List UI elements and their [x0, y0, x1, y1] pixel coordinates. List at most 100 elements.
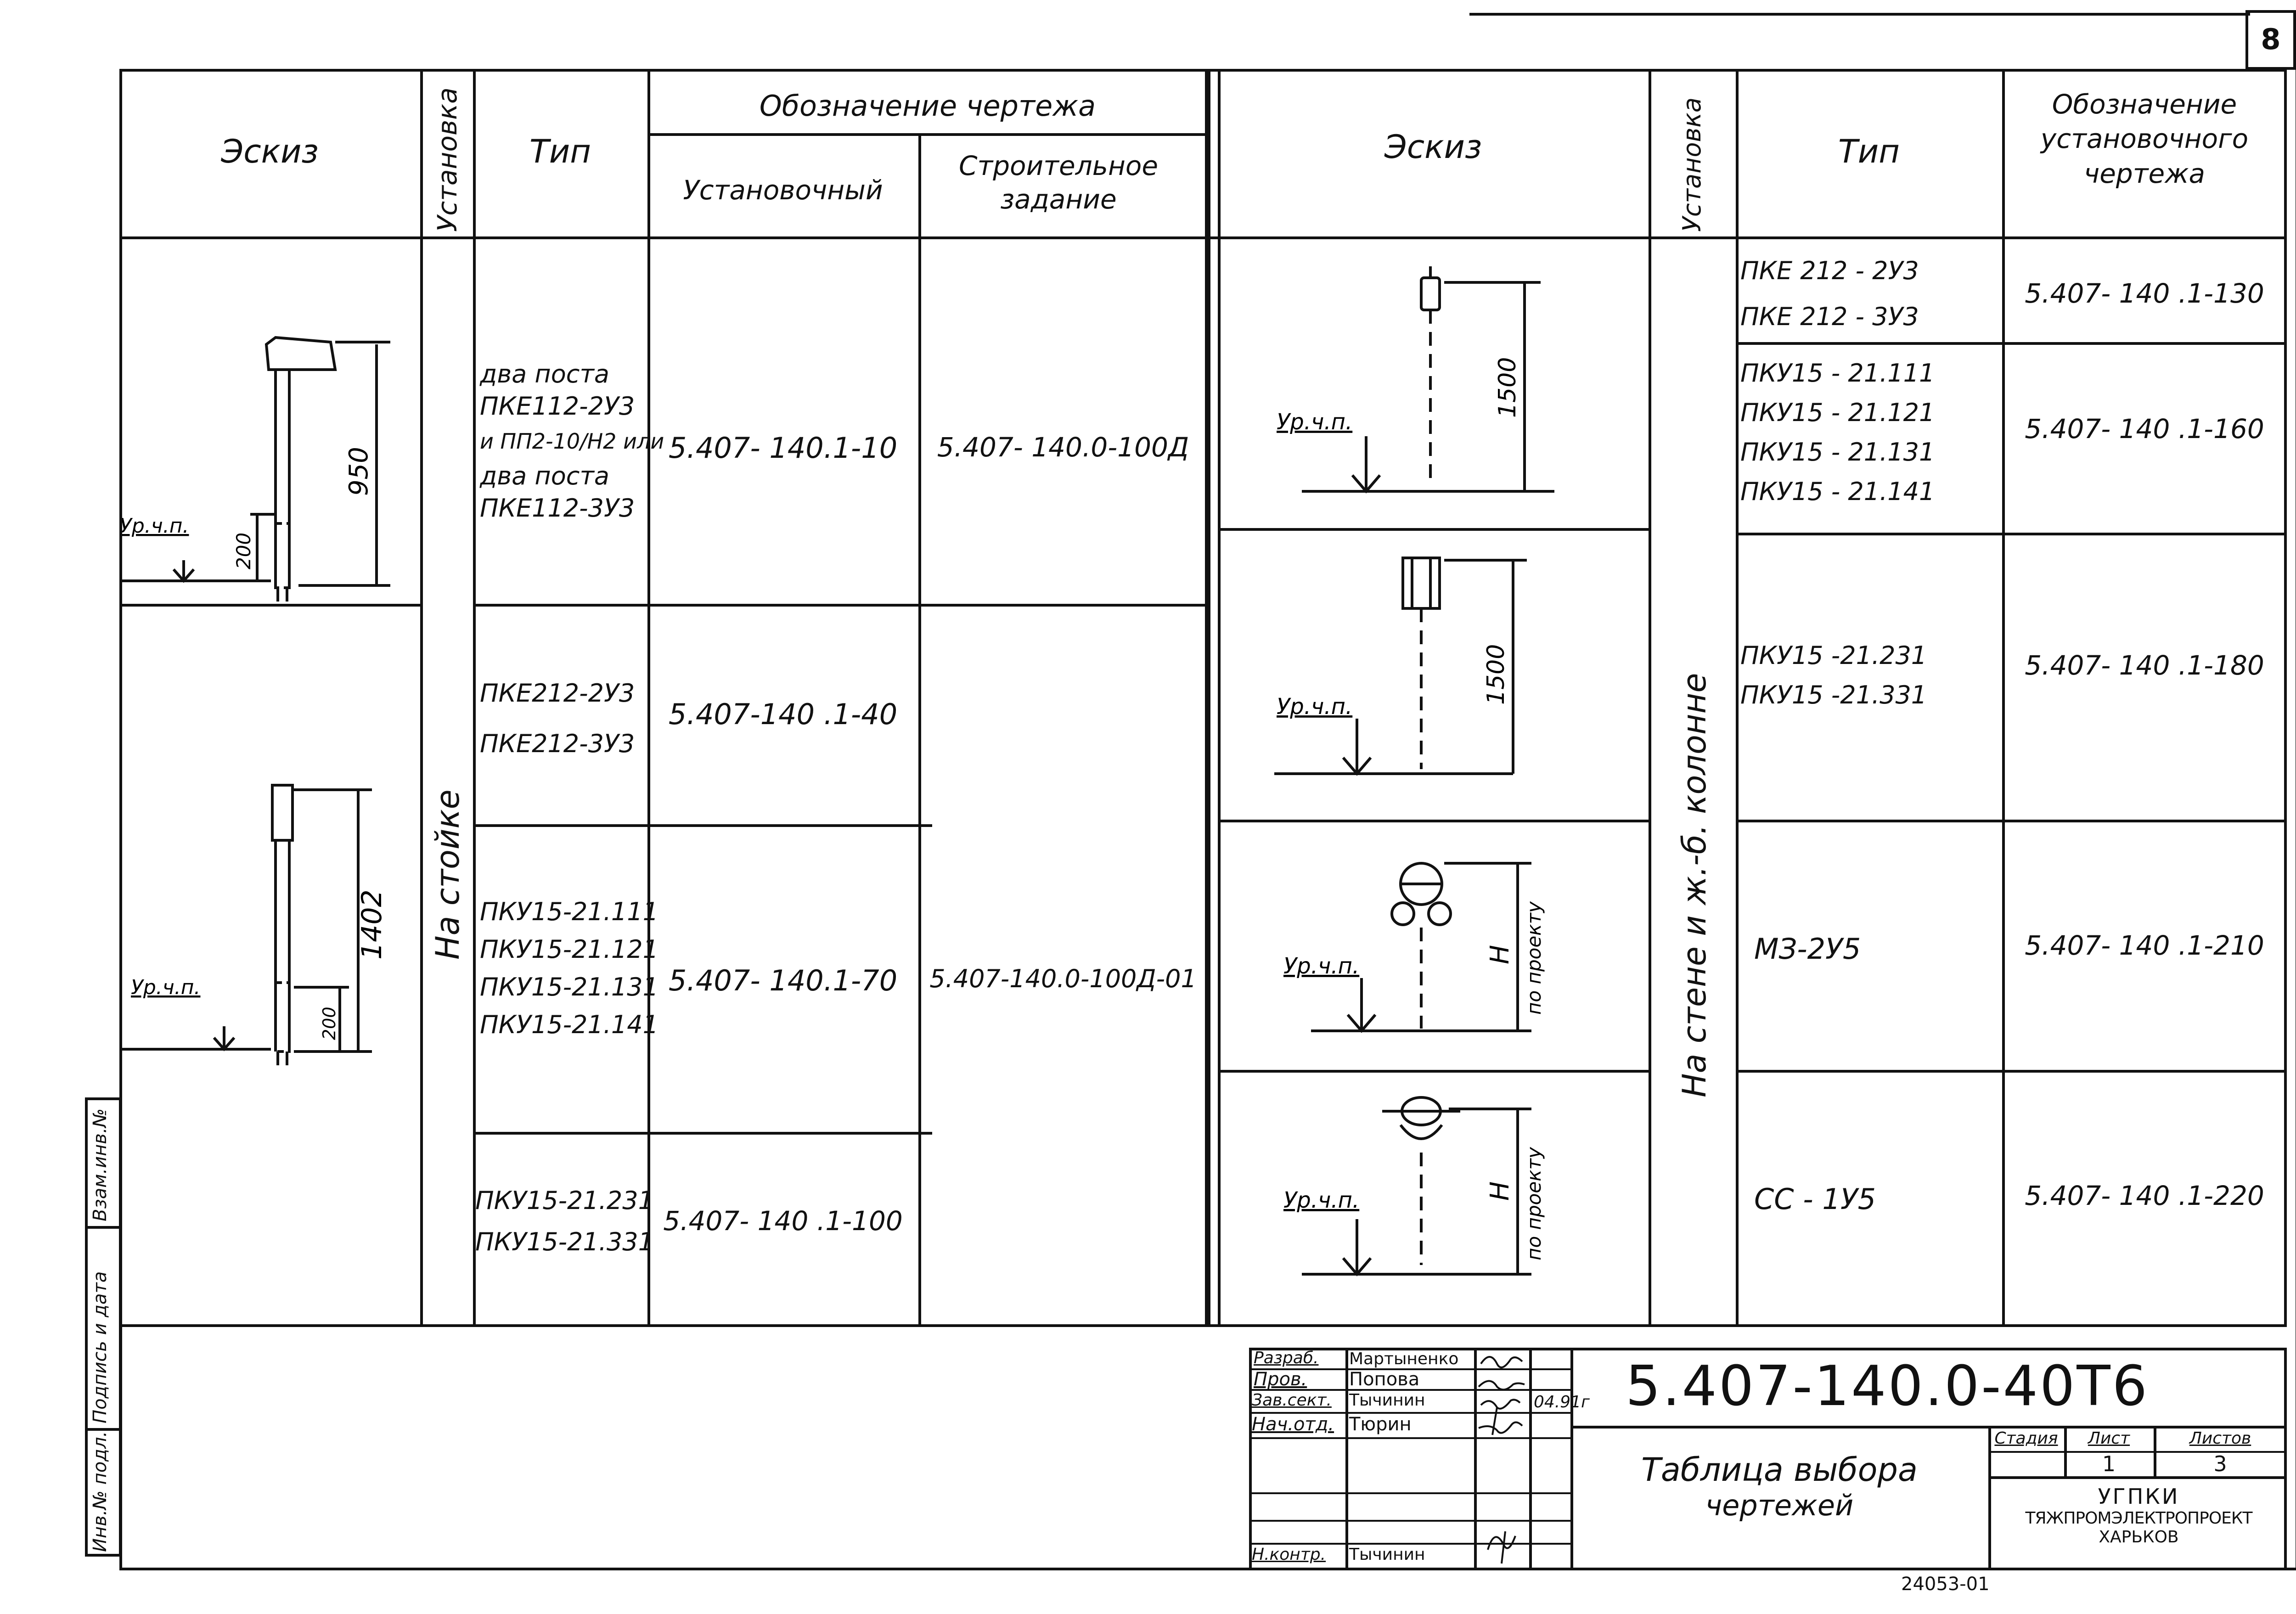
- right-row-3-type-line: ПКУ15 -21.231: [1740, 641, 1927, 670]
- tb-name-7: Тычинин: [1349, 1545, 1425, 1564]
- right-row-2-type-line: ПКУ15 - 21.131: [1740, 438, 1935, 467]
- left-sketch-1-dim-total: 950: [344, 447, 374, 496]
- tb-r1: [1249, 1368, 1570, 1370]
- left-sketch-2-dim-total: 1402: [356, 889, 388, 960]
- tb-role-7: Н.контр.: [1252, 1545, 1326, 1564]
- tb-org-line: ХАРЬКОВ: [2099, 1528, 2179, 1547]
- left-header-construction: Строительное задание: [958, 150, 1159, 215]
- left-row-4-install: 5.407- 140 .1-100: [663, 1205, 903, 1237]
- right-row-1-type-line: ПКЕ 212 - 3У3: [1740, 302, 1919, 331]
- right-sketch-row-3: [1218, 1070, 1649, 1073]
- right-sketch-2-level: Ур.ч.п.: [1277, 694, 1352, 720]
- right-row-2-type-line: ПКУ15 - 21.121: [1740, 398, 1935, 427]
- right-row-5-designation: 5.407- 140 .1-220: [2025, 1180, 2264, 1211]
- left-row-3-type-line: ПКУ15-21.131: [480, 973, 658, 1001]
- right-sketch-3-dim: Н: [1485, 945, 1515, 964]
- tb-code-bottom: [1570, 1426, 2287, 1428]
- side-stamp-replace: Взам.инв.№: [90, 1108, 111, 1221]
- left-sketch-2-level: Ур.ч.п.: [131, 976, 200, 999]
- right-sketch-1: Ур.ч.п. 1500: [1277, 266, 1554, 494]
- left-row1-bottom-r: [473, 604, 1208, 607]
- left-row-1-install: 5.407- 140.1-10: [668, 431, 898, 465]
- left-row-2-type-line: ПКЕ212-3У3: [480, 729, 635, 758]
- tb-role-2: Пров.: [1254, 1369, 1307, 1390]
- left-header-install-drawing: Установочный: [683, 174, 883, 206]
- tb-bottom-code: 24053-01: [1901, 1574, 1990, 1595]
- right-row-3-type-line: ПКУ15 -21.331: [1740, 680, 1927, 709]
- tb-v4: [1570, 1348, 1573, 1570]
- right-sketch-3-level: Ур.ч.п.: [1283, 953, 1359, 979]
- right-col-line-3: [2002, 69, 2005, 1327]
- right-sketch-1-dim: 1500: [1494, 357, 1521, 418]
- left-row-3-construction: 5.407-140.0-100Д-01: [929, 964, 1197, 993]
- side-stamp-divider-2: [85, 1428, 122, 1431]
- left-col-line-1: [420, 69, 423, 1327]
- left-col-line-2: [473, 69, 476, 1327]
- left-row-3-type-line: ПКУ15-21.121: [480, 935, 658, 964]
- left-sketch-1: Ур.ч.п. 950 200: [119, 336, 390, 602]
- tb-code: 5.407-140.0-40Т6: [1626, 1355, 2150, 1418]
- tb-r3: [1249, 1412, 1570, 1414]
- left-sketch-2-dim-lower: 200: [319, 1007, 339, 1040]
- tb-r5: [1249, 1492, 1570, 1494]
- right-sketch-4-level: Ур.ч.п.: [1283, 1187, 1359, 1213]
- right-row-4-designation: 5.407- 140 .1-210: [2025, 930, 2264, 961]
- tb-name-4: Тюрин: [1349, 1414, 1412, 1435]
- title-block-frame: [1249, 1348, 2287, 1570]
- left-row-1-type-line: ПКЕ112-3У3: [480, 494, 635, 523]
- right-sketch-2: Ур.ч.п. 1500: [1274, 557, 1527, 776]
- side-stamp-inv: Инв.№ подл.: [90, 1431, 111, 1552]
- right-sketch-row-2: [1218, 820, 1649, 822]
- left-sketch-1-dim-lower: 200: [232, 533, 255, 569]
- tb-role-3: Зав.сект.: [1252, 1391, 1332, 1410]
- left-row-2-type-line: ПКЕ212-2У3: [480, 679, 635, 708]
- tb-sheets-label: Листов: [2189, 1429, 2251, 1448]
- left-row-4-type: ПКУ15-21.231 ПКУ15-21.331: [475, 1180, 654, 1263]
- left-header-type: Тип: [529, 133, 591, 170]
- tb-r2: [1249, 1389, 1570, 1391]
- tb-stage-left: [1988, 1426, 1991, 1570]
- tb-sheet-value: 1: [2102, 1451, 2116, 1476]
- tb-org-line: УГПКИ: [2098, 1484, 2180, 1509]
- left-row-1-type-line: два поста: [480, 461, 609, 490]
- right-header-bottom: [1208, 236, 2287, 239]
- right-sketch-1-level: Ур.ч.п.: [1277, 409, 1352, 435]
- side-stamp-signature: Подпись и дата: [90, 1271, 111, 1423]
- left-row-3-type-line: ПКУ15-21.141: [480, 1010, 658, 1039]
- right-sketch-4: Ур.ч.п. Н по проекту: [1283, 1096, 1545, 1277]
- tb-v1: [1345, 1348, 1348, 1570]
- tb-sheets-value: 3: [2213, 1451, 2227, 1476]
- right-col-line-1: [1649, 69, 1651, 1327]
- right-row-1-type: ПКЕ 212 - 2У3 ПКЕ 212 - 3У3: [1740, 248, 1998, 340]
- right-row-3-designation: 5.407- 140 .1-180: [2025, 650, 2264, 681]
- tb-stage-label: Стадия: [1994, 1429, 2058, 1448]
- left-row-4-type-line: ПКУ15-21.231: [475, 1186, 654, 1215]
- tb-stage-bottom: [1988, 1476, 2287, 1479]
- left-row-4-type-line: ПКУ15-21.331: [475, 1227, 654, 1256]
- right-row-5-type: СС - 1У5: [1754, 1182, 1998, 1216]
- right-row-2-designation: 5.407- 140 .1-160: [2025, 413, 2264, 444]
- right-row-3-type: ПКУ15 -21.231 ПКУ15 -21.331: [1740, 636, 1998, 715]
- right-row-4-type: МЗ-2У5: [1754, 932, 1998, 966]
- left-row-2-install: 5.407-140 .1-40: [668, 697, 898, 731]
- left-row-1-type-line: два поста: [480, 360, 609, 388]
- tb-org-line: ТЯЖПРОМЭЛЕКТРОПРОЕКТ: [2025, 1509, 2253, 1528]
- right-row-1-designation: 5.407- 140 .1-130: [2025, 278, 2264, 309]
- tb-title: Таблица выбора чертежей: [1575, 1451, 1984, 1522]
- tb-title-line: чертежей: [1705, 1489, 1854, 1522]
- tb-date: 04.91г: [1534, 1393, 1590, 1412]
- right-sketch-3: Ур.ч.п. Н по проекту: [1283, 862, 1545, 1033]
- left-sketch-2: Ур.ч.п. 1402 200: [119, 784, 388, 1065]
- tb-stage-mid: [1988, 1451, 2287, 1453]
- tb-role-4: Нач.отд.: [1252, 1414, 1334, 1435]
- left-row-3-type: ПКУ15-21.111 ПКУ15-21.121 ПКУ15-21.131 П…: [480, 893, 658, 1044]
- tb-v2: [1474, 1348, 1477, 1570]
- left-row-1-construction: 5.407- 140.0-100Д: [937, 432, 1189, 463]
- tb-title-line: Таблица выбора: [1641, 1451, 1918, 1489]
- left-sketch-1-level: Ур.ч.п.: [119, 514, 189, 538]
- tb-signatures: [1478, 1356, 1525, 1564]
- left-col-line-4: [918, 133, 921, 1327]
- right-row-2-type-line: ПКУ15 - 21.111: [1740, 359, 1935, 388]
- right-sketch-row-1: [1218, 528, 1649, 531]
- sheet-frame: [119, 69, 2296, 1570]
